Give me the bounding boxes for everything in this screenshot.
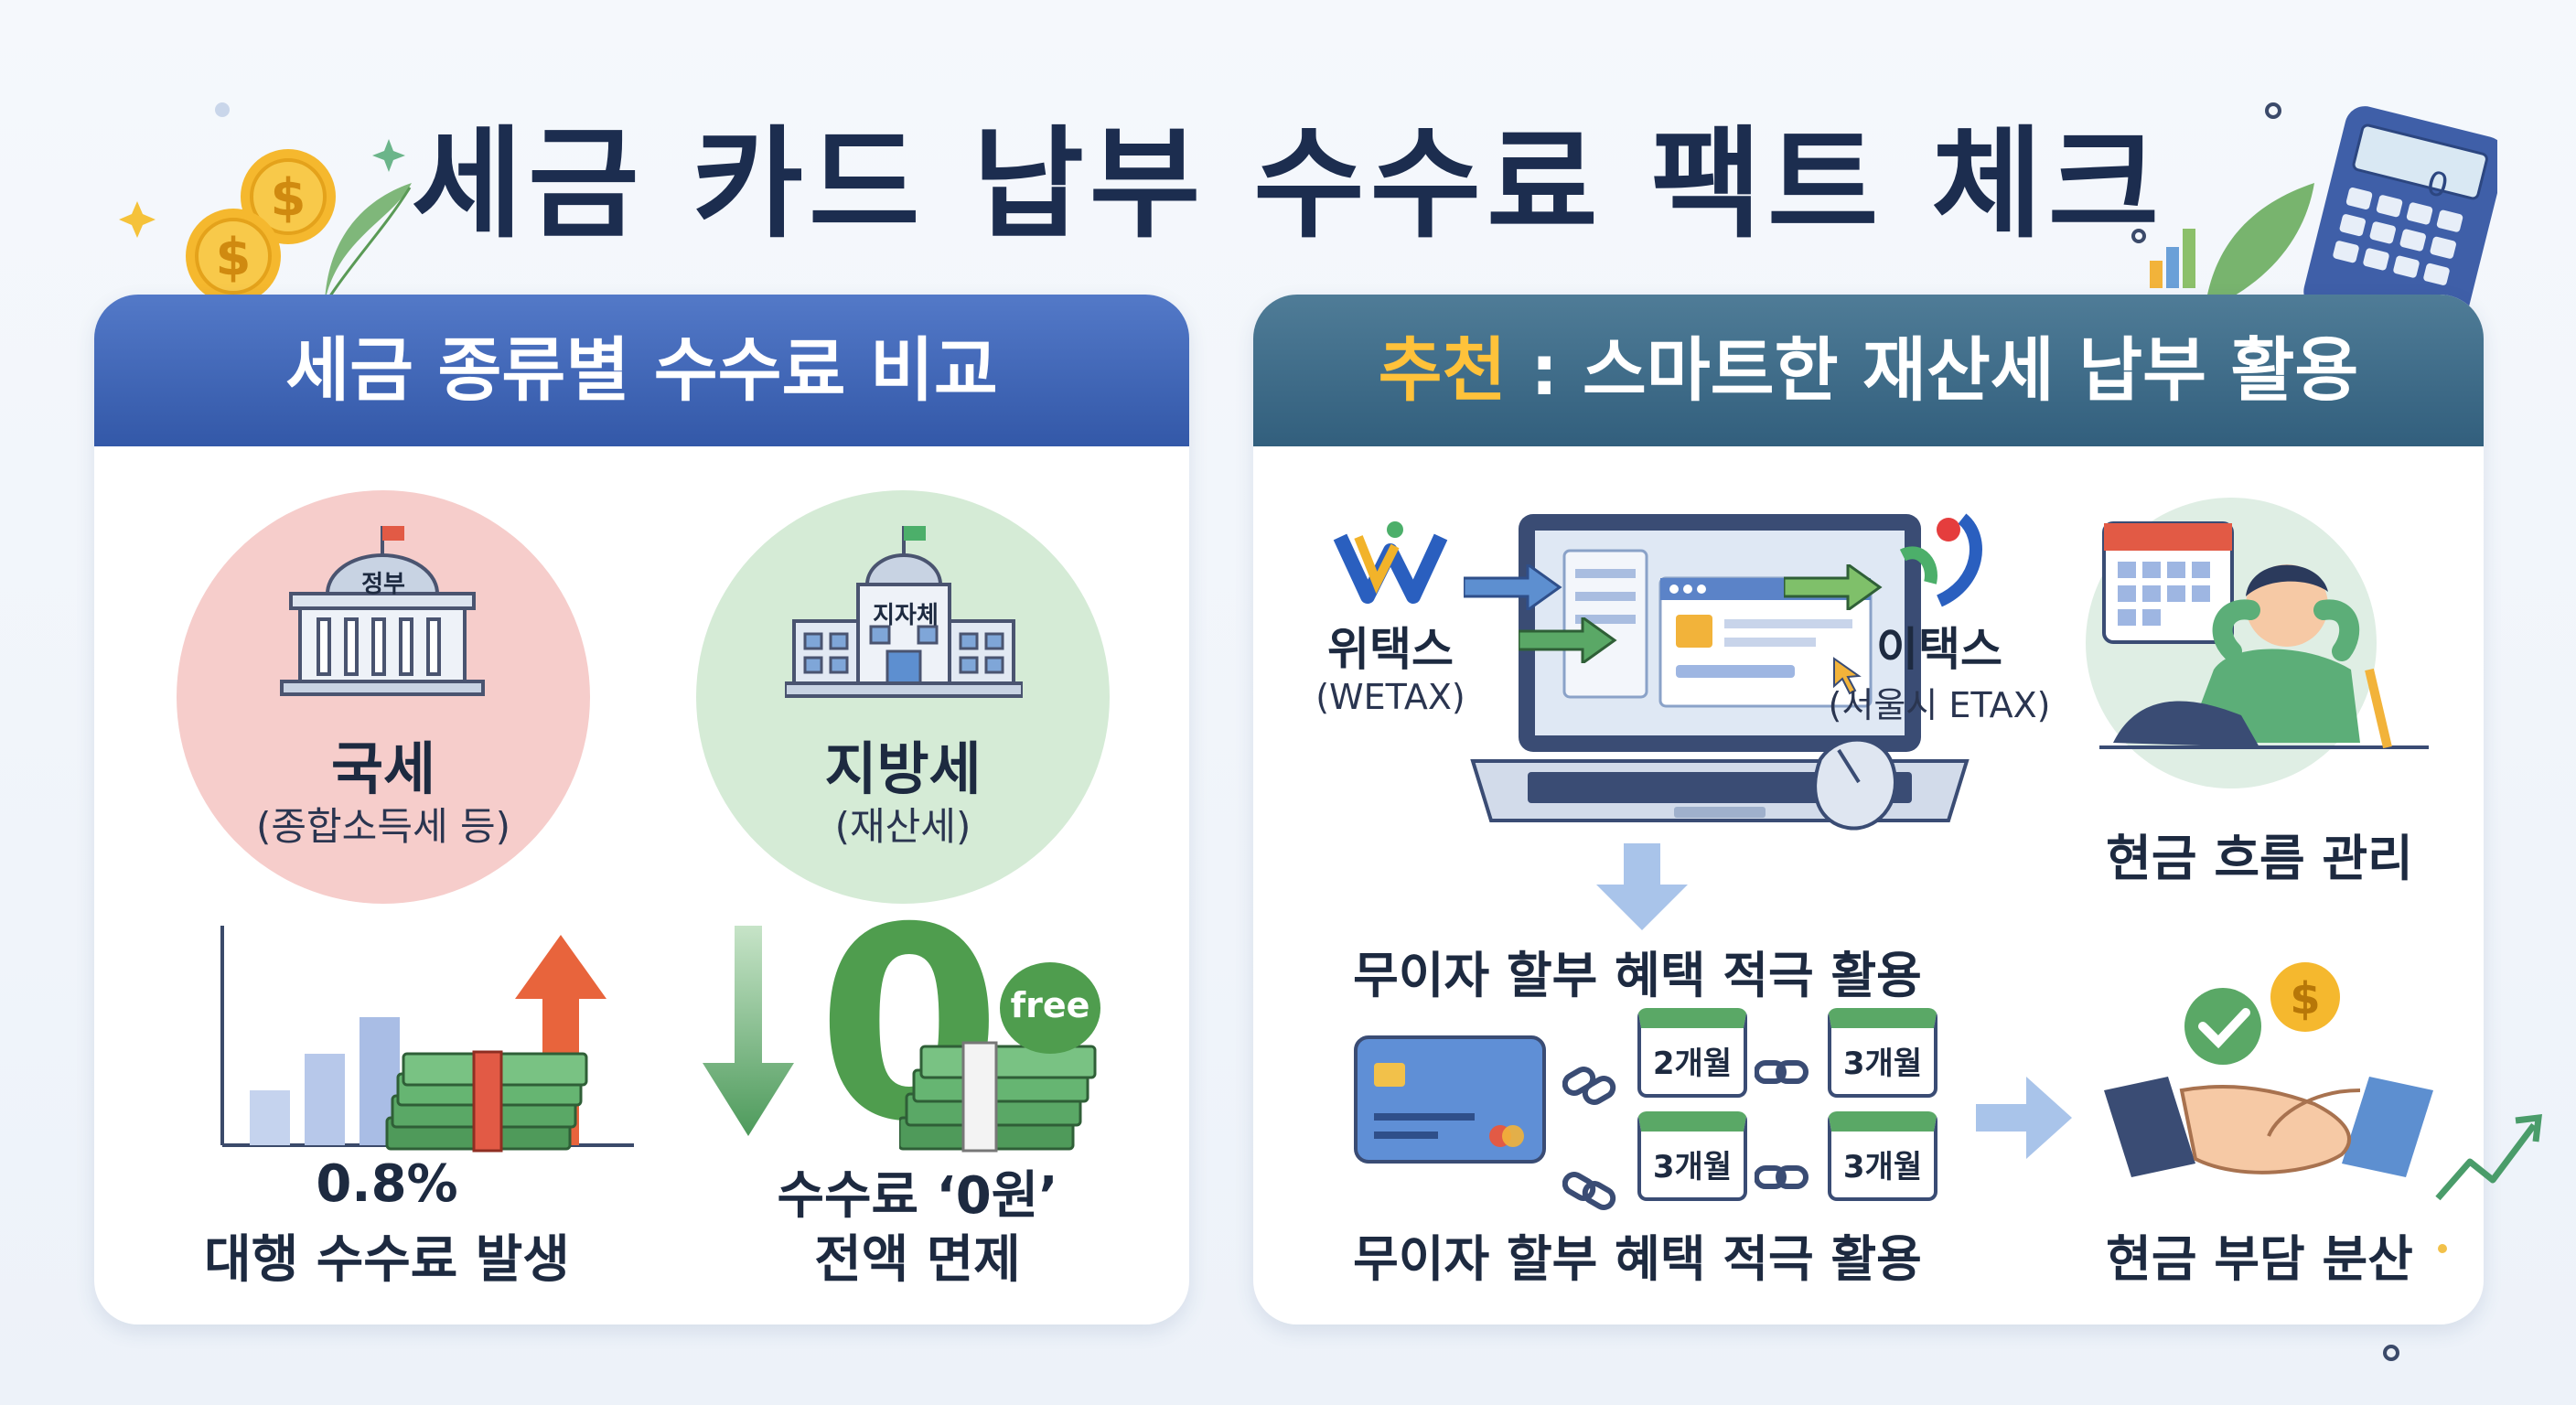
calendar-3-months <box>1637 1111 1747 1201</box>
mouse-icon <box>1813 737 1897 831</box>
smart-payment-header: 추천 : 스마트한 재산세 납부 활용 <box>1253 295 2484 446</box>
month-label: 3개월 <box>1842 1046 1923 1082</box>
coins-icon: $ $ <box>119 149 412 304</box>
national-tax-sub: (종합소득세 등) <box>256 804 510 849</box>
zero-fee-text: 수수료 ‘0원’ <box>777 1166 1058 1226</box>
month-label: 2개월 <box>1652 1046 1733 1082</box>
growth-arrow-icon <box>2435 1113 2542 1201</box>
month-label: 3개월 <box>1842 1149 1923 1185</box>
chain-link-icon <box>1562 1172 1616 1210</box>
flow-arrow-icon <box>1519 617 1617 663</box>
wetax-name: 위택스 <box>1327 623 1454 676</box>
decor-dot <box>215 102 230 117</box>
smart-payment-panel: 추천 : 스마트한 재산세 납부 활용 위택스 (WETAX) <box>1253 295 2484 1325</box>
free-badge-text: free <box>1010 985 1090 1025</box>
local-tax-sub: (재산세) <box>834 804 971 849</box>
smart-payment-title: : 스마트한 재산세 납부 활용 <box>1506 329 2359 411</box>
national-building-sign: 정부 <box>361 571 405 598</box>
relaxed-person-icon <box>2099 521 2429 749</box>
decor-dot <box>2438 1244 2447 1253</box>
chain-link-icon <box>1755 1060 1809 1084</box>
svg-text:$: $ <box>2290 973 2320 1024</box>
wetax-logo-icon <box>1333 509 1466 604</box>
local-tax-label: 지방세 <box>824 735 982 802</box>
local-building-sign: 지자체 <box>873 602 939 629</box>
wetax-sub: (WETAX) <box>1315 677 1465 717</box>
decor-dot <box>2383 1345 2399 1361</box>
recommend-label: 추천 <box>1378 329 1507 411</box>
government-building-icon <box>280 526 485 696</box>
credit-card-icon <box>1354 1035 1546 1164</box>
down-arrow-icon <box>1596 843 1688 930</box>
flow-arrow-icon <box>1464 564 1562 610</box>
fee-comparison-header: 세금 종류별 수수료 비교 <box>94 295 1189 446</box>
free-badge <box>1000 962 1100 1054</box>
page-title: 세금 카드 납부 수수료 팩트 체크 <box>411 114 2165 255</box>
fee-rate: 0.8% <box>316 1154 458 1214</box>
rising-fee-chart-icon <box>220 926 634 1153</box>
chain-link-icon <box>1755 1165 1809 1189</box>
calendar-2-months <box>1637 1008 1747 1098</box>
etax-name: 이택스 <box>1876 623 2002 676</box>
handshake-icon: $ <box>2104 962 2433 1177</box>
cash-flow-label: 현금 흐름 관리 <box>2106 830 2413 887</box>
free-money-stack-icon <box>899 1041 1097 1153</box>
svg-text:$: $ <box>216 228 252 287</box>
fee-comparison-panel: 세금 종류별 수수료 비교 정부 국세 (종합소득세 등) <box>94 295 1189 1325</box>
decor-dot <box>2131 229 2146 243</box>
sparkle-icon <box>372 139 405 172</box>
right-arrow-icon <box>1976 1077 2072 1159</box>
decor-dot <box>2265 102 2281 119</box>
month-label: 3개월 <box>1652 1149 1733 1185</box>
down-arrow-icon <box>703 926 794 1136</box>
flow-arrow-icon <box>1784 564 1883 610</box>
installment-benefit-label: 무이자 할부 혜택 적극 활용 <box>1353 947 1922 1004</box>
local-government-building-icon <box>785 526 1023 698</box>
calculator-icon <box>2150 106 2497 311</box>
chain-link-icon <box>1562 1067 1616 1105</box>
calendar-3-months <box>1828 1008 1937 1098</box>
cash-burden-label: 현금 부담 분산 <box>2106 1230 2413 1288</box>
svg-text:$: $ <box>271 168 306 228</box>
installment-benefit-caption: 무이자 할부 혜택 적극 활용 <box>1353 1230 1922 1288</box>
zero-fee-description: 전액 면제 <box>814 1230 1021 1290</box>
national-tax-label: 국세 <box>330 735 436 802</box>
etax-sub: (서울시 ETAX) <box>1828 685 2051 725</box>
fee-description: 대행 수수료 발생 <box>204 1230 570 1290</box>
calendar-3-months <box>1828 1111 1937 1201</box>
etax-logo-icon <box>1899 513 1982 607</box>
